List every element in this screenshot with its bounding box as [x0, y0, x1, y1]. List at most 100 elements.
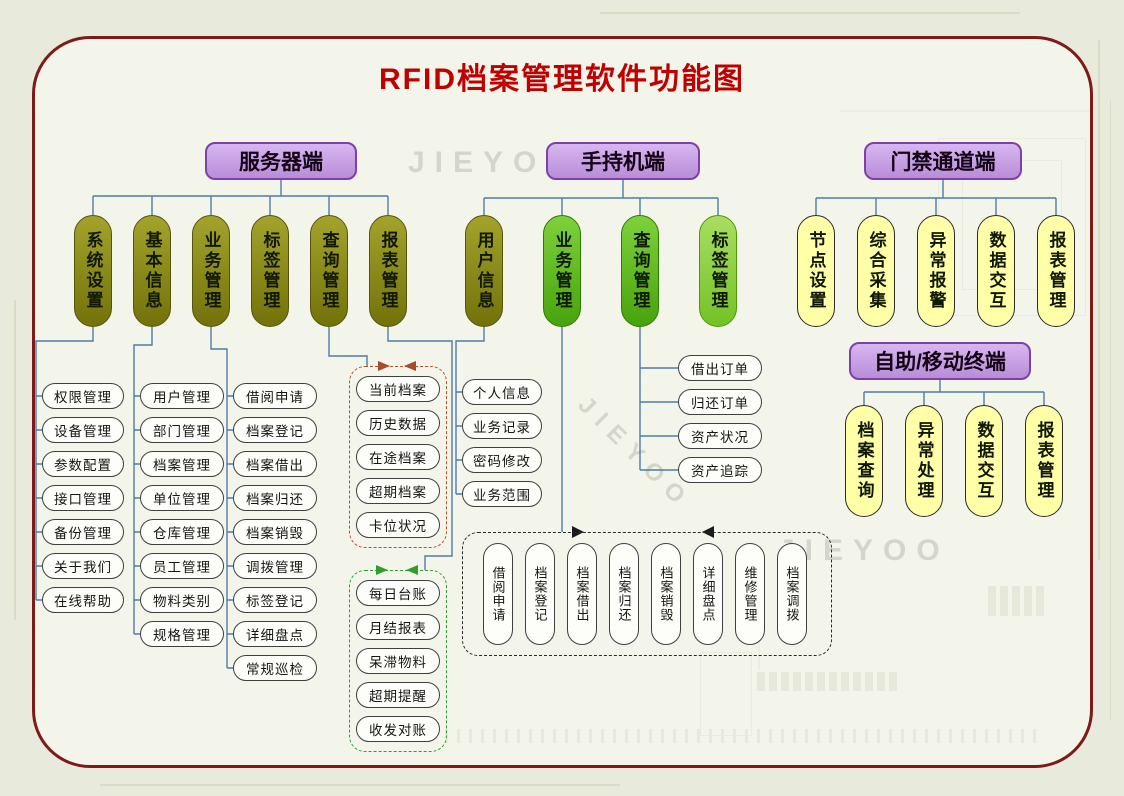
handheld-module-pill: 用户信息: [465, 215, 503, 327]
function-pill-vertical: 借阅申请: [483, 543, 513, 645]
circuit-trace: [1098, 40, 1100, 560]
system-settings-children: 权限管理设备管理参数配置接口管理备份管理关于我们在线帮助: [42, 383, 124, 613]
access-module-pill: 异常报警: [917, 215, 955, 327]
handheld-module-pill: 业务管理: [543, 215, 581, 327]
handheld-top-connectors: [483, 180, 719, 215]
circuit-trace: [14, 300, 16, 620]
function-pill: 个人信息: [462, 379, 542, 405]
function-pill: 部门管理: [140, 417, 224, 443]
handheld-business-group: 借阅申请档案登记档案借出档案归还档案销毁详细盘点维修管理档案调拨: [462, 532, 832, 656]
server-top-connectors: [92, 180, 389, 215]
server-module-pill: 系统设置: [74, 215, 112, 327]
access-top-connectors: [815, 180, 1057, 215]
function-pill: 物料类别: [140, 587, 224, 613]
function-pill: 标签登记: [233, 587, 317, 613]
function-pill: 借阅申请: [233, 383, 317, 409]
function-pill: 借出订单: [678, 355, 762, 381]
function-pill: 在途档案: [356, 444, 440, 470]
watermark: JIEYOO: [408, 146, 580, 179]
access-module-pill: 综合采集: [857, 215, 895, 327]
access-module-pill: 节点设置: [797, 215, 835, 327]
server-report-children: 每日台账月结报表呆滞物料超期提醒收发对账: [350, 571, 446, 751]
basic-info-children: 用户管理部门管理档案管理单位管理仓库管理员工管理物料类别规格管理: [140, 383, 224, 647]
function-pill: 备份管理: [42, 519, 124, 545]
function-pill: 档案归还: [233, 485, 317, 511]
function-pill: 设备管理: [42, 417, 124, 443]
branch-terminal: 自助/移动终端: [849, 342, 1031, 380]
function-pill: 业务范围: [462, 481, 542, 507]
function-pill: 业务记录: [462, 413, 542, 439]
handheld-modules: 用户信息业务管理查询管理标签管理: [465, 215, 737, 327]
terminal-modules: 档案查询异常处理数据交互报表管理: [845, 405, 1063, 517]
circuit-trace: [600, 12, 1020, 14]
handheld-module-pill: 查询管理: [621, 215, 659, 327]
function-pill: 密码修改: [462, 447, 542, 473]
server-query-children: 当前档案历史数据在途档案超期档案卡位状况: [350, 367, 446, 547]
access-module-pill: 报表管理: [1037, 215, 1075, 327]
function-pill: 调拨管理: [233, 553, 317, 579]
terminal-module-pill: 档案查询: [845, 405, 883, 517]
function-pill: 归还订单: [678, 389, 762, 415]
function-pill: 呆滞物料: [356, 648, 440, 674]
page-title: RFID档案管理软件功能图: [379, 63, 745, 96]
function-pill: 历史数据: [356, 410, 440, 436]
branch-access: 门禁通道端: [864, 142, 1022, 180]
function-pill: 月结报表: [356, 614, 440, 640]
function-pill: 参数配置: [42, 451, 124, 477]
terminal-module-pill: 报表管理: [1025, 405, 1063, 517]
handheld-business-children: 借阅申请档案登记档案借出档案归还档案销毁详细盘点维修管理档案调拨: [463, 533, 831, 645]
handheld-query-connectors: [639, 327, 678, 471]
function-pill: 档案管理: [140, 451, 224, 477]
function-pill-vertical: 档案销毁: [651, 543, 681, 645]
function-pill-vertical: 详细盘点: [693, 543, 723, 645]
basic-info-connectors: [133, 327, 153, 635]
function-pill: 权限管理: [42, 383, 124, 409]
function-pill: 常规巡检: [233, 655, 317, 681]
function-pill: 超期档案: [356, 478, 440, 504]
access-module-pill: 数据交互: [977, 215, 1015, 327]
function-pill: 卡位状况: [356, 512, 440, 538]
query-group-connector: [328, 327, 368, 366]
user-info-children: 个人信息业务记录密码修改业务范围: [462, 379, 542, 507]
server-module-pill: 标签管理: [251, 215, 289, 327]
function-pill: 详细盘点: [233, 621, 317, 647]
function-pill: 档案登记: [233, 417, 317, 443]
function-pill: 资产追踪: [678, 457, 762, 483]
business-connectors: [210, 327, 233, 669]
circuit-trace: [1110, 100, 1111, 720]
function-pill-vertical: 维修管理: [735, 543, 765, 645]
function-pill-vertical: 档案登记: [525, 543, 555, 645]
business-children: 借阅申请档案登记档案借出档案归还档案销毁调拨管理标签登记详细盘点常规巡检: [233, 383, 317, 681]
function-pill: 收发对账: [356, 716, 440, 742]
server-module-pill: 报表管理: [369, 215, 407, 327]
terminal-module-pill: 异常处理: [905, 405, 943, 517]
access-modules: 节点设置综合采集异常报警数据交互报表管理: [797, 215, 1075, 327]
branch-server: 服务器端: [205, 142, 357, 180]
function-pill: 接口管理: [42, 485, 124, 511]
report-group-connector: [387, 327, 453, 570]
function-pill-vertical: 档案调拨: [777, 543, 807, 645]
function-pill-vertical: 档案借出: [567, 543, 597, 645]
function-pill-vertical: 档案归还: [609, 543, 639, 645]
function-pill: 当前档案: [356, 376, 440, 402]
function-pill: 用户管理: [140, 383, 224, 409]
function-pill: 档案销毁: [233, 519, 317, 545]
function-pill: 单位管理: [140, 485, 224, 511]
circuit-trace: [100, 784, 620, 786]
server-module-pill: 业务管理: [192, 215, 230, 327]
function-pill: 档案借出: [233, 451, 317, 477]
server-report-group: 每日台账月结报表呆滞物料超期提醒收发对账: [349, 570, 447, 752]
function-pill: 超期提醒: [356, 682, 440, 708]
branch-handheld: 手持机端: [546, 142, 700, 180]
function-pill: 仓库管理: [140, 519, 224, 545]
terminal-top-connectors: [863, 380, 1045, 405]
terminal-module-pill: 数据交互: [965, 405, 1003, 517]
function-pill: 员工管理: [140, 553, 224, 579]
function-pill: 在线帮助: [42, 587, 124, 613]
user-info-connectors: [455, 327, 485, 495]
function-pill: 资产状况: [678, 423, 762, 449]
function-pill: 每日台账: [356, 580, 440, 606]
function-pill: 关于我们: [42, 553, 124, 579]
